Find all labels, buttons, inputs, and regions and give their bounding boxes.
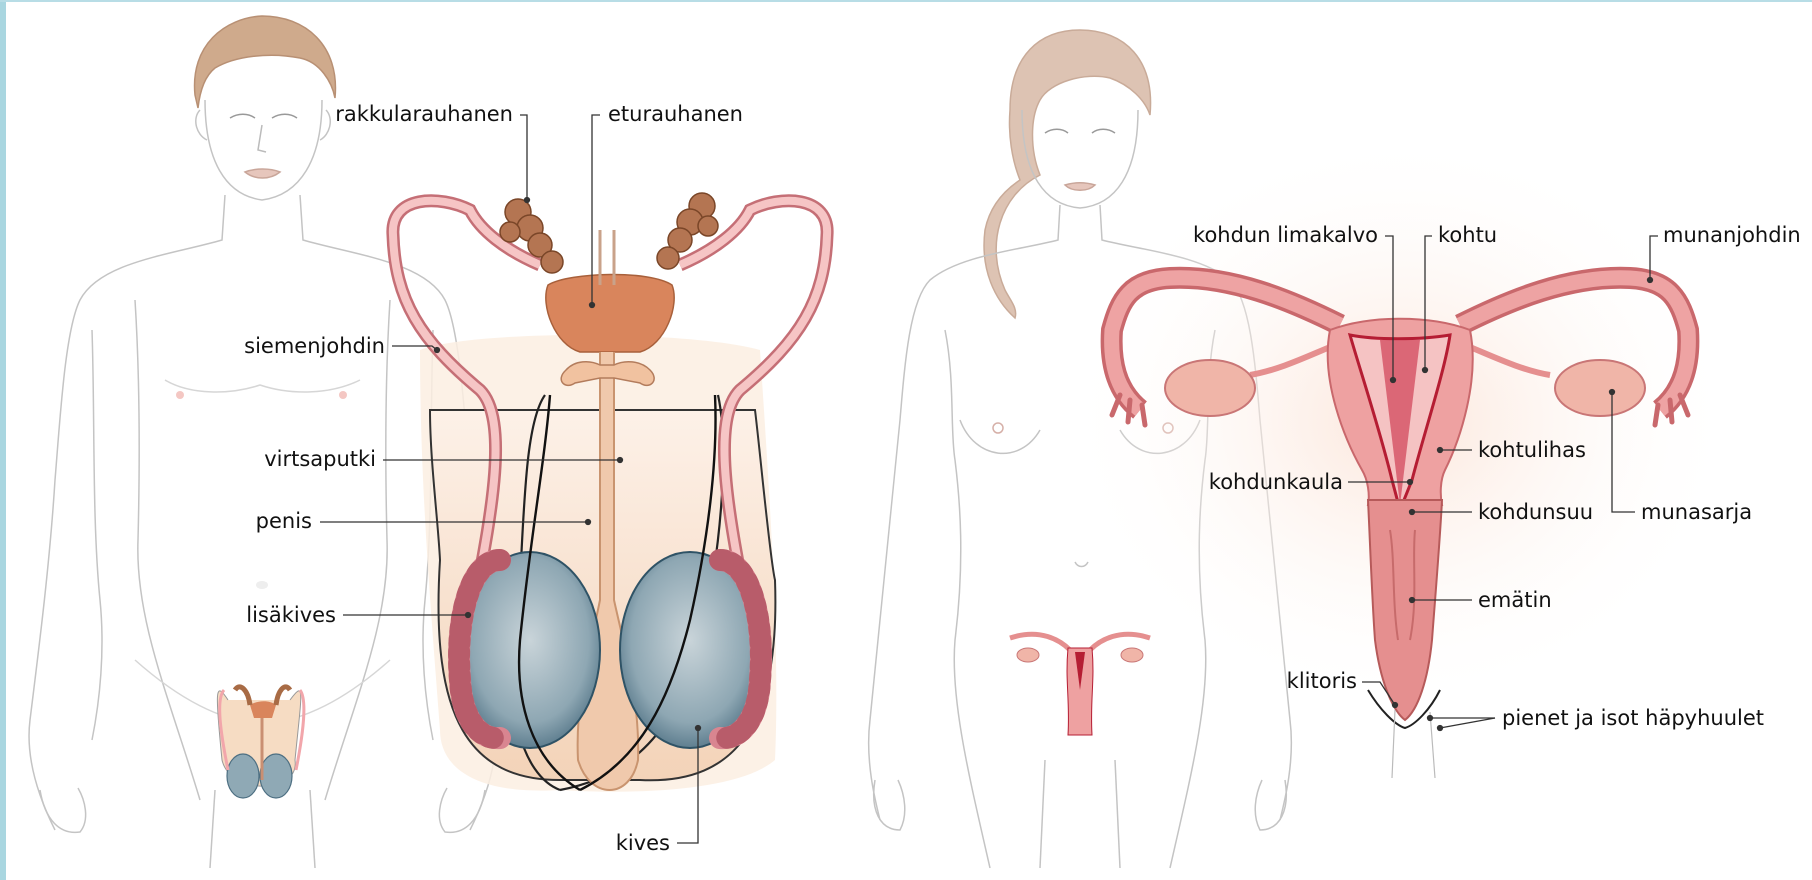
female-organs-detail xyxy=(1060,130,1740,778)
male-hair xyxy=(195,16,336,108)
label-penis: penis xyxy=(230,508,312,534)
label-urethra: virtsaputki xyxy=(220,446,376,472)
female-organ-thumbnail xyxy=(1010,634,1150,735)
male-organ-thumbnail xyxy=(217,687,304,798)
label-clitoris: klitoris xyxy=(1260,668,1357,694)
prostate xyxy=(546,274,674,352)
label-fallopian-tube: munanjohdin xyxy=(1663,222,1801,248)
label-cervical-os: kohdunsuu xyxy=(1478,499,1593,525)
label-labia: pienet ja isot häpyhuulet xyxy=(1502,705,1764,731)
label-ovary: munasarja xyxy=(1641,499,1752,525)
label-prostate: eturauhanen xyxy=(608,101,743,127)
label-seminal-vesicle: rakkularauhanen xyxy=(300,101,513,127)
male-organs-detail xyxy=(393,193,827,792)
label-uterus: kohtu xyxy=(1438,222,1497,248)
label-myometrium: kohtulihas xyxy=(1478,437,1586,463)
ovary-right xyxy=(1555,360,1645,416)
label-vagina: emätin xyxy=(1478,587,1552,613)
ovary-left xyxy=(1165,360,1255,416)
label-vas-deferens: siemenjohdin xyxy=(200,333,385,359)
label-cervix: kohdunkaula xyxy=(1195,469,1343,495)
label-epididymis: lisäkives xyxy=(220,602,336,628)
label-endometrium: kohdun limakalvo xyxy=(1180,222,1378,248)
label-testis: kives xyxy=(600,830,670,856)
